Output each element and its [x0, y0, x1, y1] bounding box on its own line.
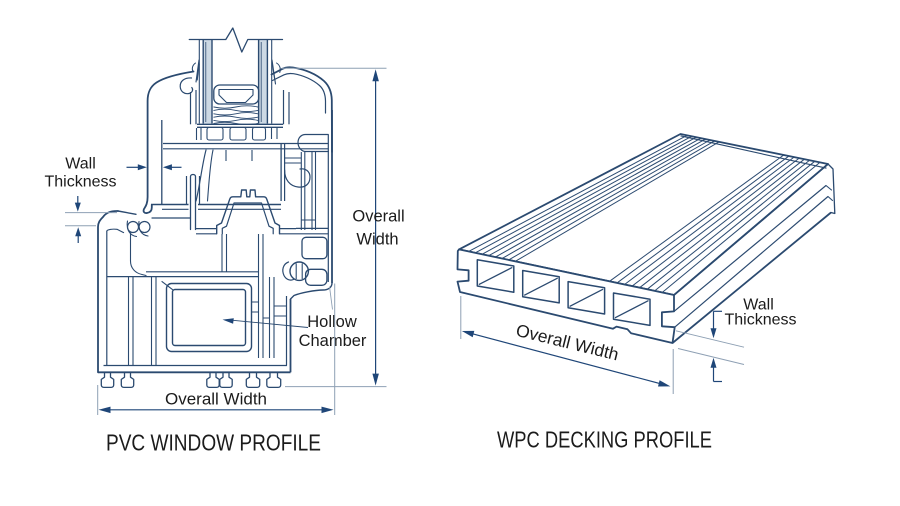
svg-text:Overall Width: Overall Width	[165, 390, 267, 409]
svg-text:Thickness: Thickness	[724, 312, 796, 329]
svg-text:PVC WINDOW PROFILE: PVC WINDOW PROFILE	[106, 430, 321, 456]
svg-text:Thickness: Thickness	[44, 174, 116, 191]
svg-text:Width: Width	[356, 231, 398, 249]
svg-text:Overall: Overall	[352, 208, 404, 226]
svg-text:Chamber: Chamber	[299, 332, 367, 350]
svg-text:Hollow: Hollow	[307, 313, 357, 331]
svg-text:Wall: Wall	[65, 156, 96, 173]
svg-text:Wall: Wall	[743, 297, 774, 314]
svg-text:WPC DECKING PROFILE: WPC DECKING PROFILE	[497, 427, 712, 453]
